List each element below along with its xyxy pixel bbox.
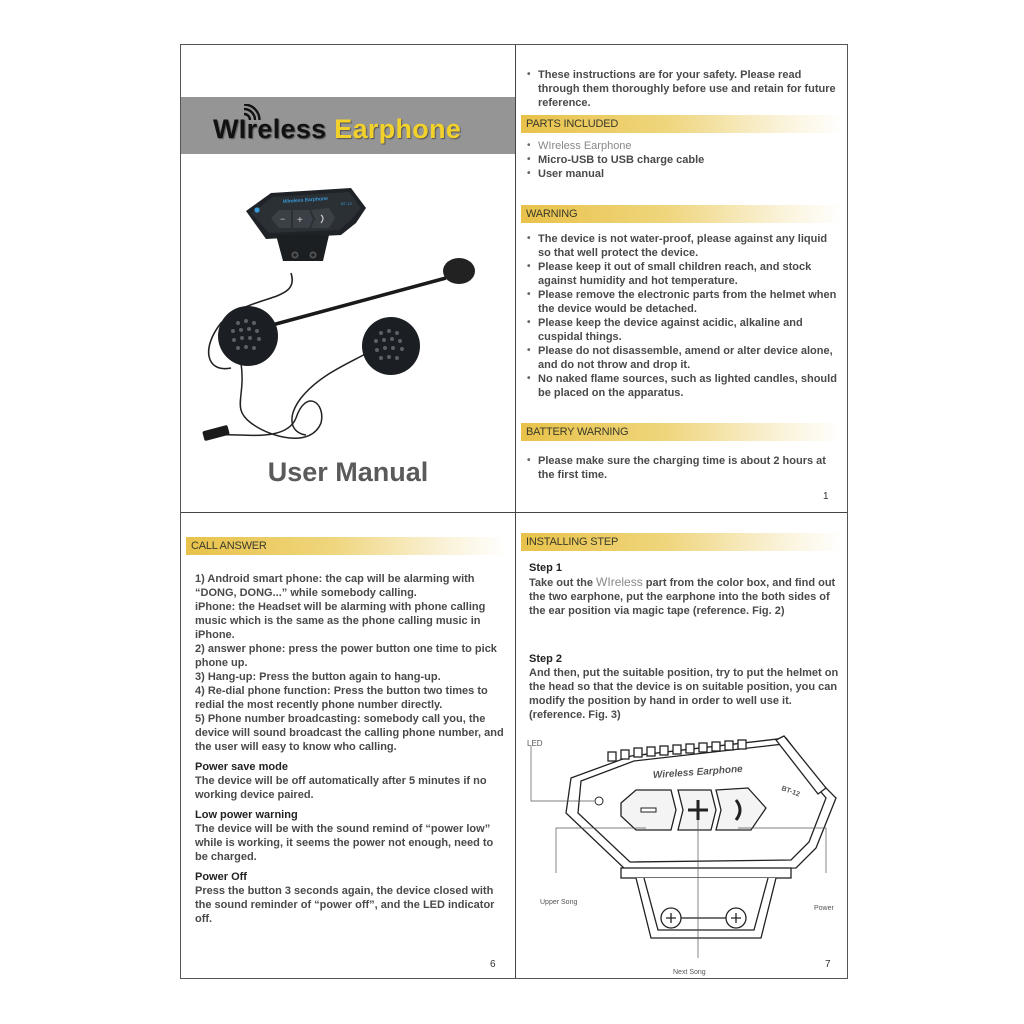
parts-list: WIreless Earphone Micro-USB to USB charg… [527, 139, 837, 181]
call-answer-header: CALL ANSWER [186, 537, 508, 555]
step2-block: Step 2 And then, put the suitable positi… [529, 652, 841, 722]
call-line: 1) Android smart phone: the cap will be … [195, 573, 475, 599]
part-item: WIreless Earphone [527, 139, 837, 153]
step1-title: Step 1 [529, 562, 563, 574]
product-title: WIreless Earphone [213, 114, 461, 145]
warning-item: Please keep the device against acidic, a… [527, 316, 839, 344]
step2-text: And then, put the suitable position, try… [529, 667, 839, 721]
warning-item: Please keep it out of small children rea… [527, 260, 839, 288]
warning-list: The device is not water-proof, please ag… [527, 232, 839, 400]
intro-list: These instructions are for your safety. … [527, 68, 837, 110]
wifi-signal-icon [241, 104, 261, 122]
svg-text:−: − [280, 214, 285, 224]
part-item: Micro-USB to USB charge cable [527, 153, 837, 167]
cover-page: WIreless Earphone Wireless Earphone BT-1… [181, 45, 515, 512]
svg-text:+: + [297, 215, 303, 226]
page-divider-vertical [515, 45, 516, 978]
part-item: User manual [527, 167, 837, 181]
page-call-answer: CALL ANSWER 1) Android smart phone: the … [181, 513, 515, 980]
warning-item: Please do not disassemble, amend or alte… [527, 344, 839, 372]
warning-heading: WARNING [526, 208, 578, 220]
warning-header: WARNING [521, 205, 843, 223]
user-manual-title: User Manual [267, 457, 429, 487]
step1-text: Take out the WIreless part from the colo… [529, 575, 841, 618]
warning-item: No naked flame sources, such as lighted … [527, 372, 839, 400]
call-line: 2) answer phone: press the power button … [195, 643, 497, 669]
led-indicator-icon [254, 207, 260, 213]
page-installing: INSTALLING STEP Step 1 Take out the WIre… [516, 513, 849, 980]
battery-item: Please make sure the charging time is ab… [527, 454, 837, 482]
power-off-text: Press the button 3 seconds again, the de… [195, 885, 495, 925]
led-label: LED [527, 739, 543, 748]
power-off-title: Power Off [195, 871, 247, 883]
battery-heading: BATTERY WARNING [526, 426, 629, 438]
call-line: 3) Hang-up: Press the button again to ha… [195, 671, 441, 683]
battery-warning-header: BATTERY WARNING [521, 423, 843, 441]
power-save-title: Power save mode [195, 761, 288, 773]
parts-heading: PARTS INCLUDED [526, 118, 619, 130]
product-photo: Wireless Earphone BT-12 − + [202, 188, 475, 441]
svg-text:Wireless Earphone: Wireless Earphone [283, 196, 328, 205]
svg-text:BT-12: BT-12 [341, 201, 352, 206]
installing-step-header: INSTALLING STEP [521, 533, 843, 551]
step1-word: WIreless [596, 575, 643, 589]
low-power-text: The device will be with the sound remind… [195, 823, 494, 863]
step1-post: part from the color box, and find out th… [529, 577, 836, 617]
parts-included-header: PARTS INCLUDED [521, 115, 843, 133]
power-label: Power [814, 905, 834, 912]
step2-title: Step 2 [529, 653, 563, 665]
page-number: 7 [825, 959, 831, 970]
call-line: 4) Re-dial phone function: Press the but… [195, 685, 488, 711]
step1-pre: Take out the [529, 577, 597, 589]
volume-up-button [293, 210, 313, 228]
call-line: 5) Phone number broadcasting: somebody c… [195, 713, 504, 753]
device-diagram: Wireless Earphone BT-12 [530, 735, 837, 958]
installing-heading: INSTALLING STEP [526, 536, 619, 548]
call-line: iPhone: the Headset will be alarming wit… [195, 601, 486, 641]
power-save-text: The device will be off automatically aft… [195, 775, 487, 801]
right-speaker [362, 317, 420, 375]
next-song-label: Next Song [673, 969, 706, 976]
page-number: 1 [823, 491, 829, 502]
upper-song-label: Upper Song [540, 899, 578, 906]
title-banner: WIreless Earphone [181, 97, 515, 154]
warning-item: The device is not water-proof, please ag… [527, 232, 839, 260]
microphone-icon [443, 258, 475, 284]
intro-text: These instructions are for your safety. … [527, 68, 837, 110]
page-divider-horizontal [181, 512, 847, 513]
warning-item: Please remove the electronic parts from … [527, 288, 839, 316]
manual-sheet: WIreless Earphone Wireless Earphone BT-1… [180, 44, 848, 979]
call-answer-body: 1) Android smart phone: the cap will be … [195, 572, 507, 926]
volume-down-button [271, 210, 291, 228]
battery-list: Please make sure the charging time is ab… [527, 454, 837, 482]
page-number: 6 [490, 959, 496, 970]
call-answer-heading: CALL ANSWER [191, 540, 267, 552]
left-speaker [218, 306, 278, 366]
step1-block: Step 1 Take out the WIreless part from t… [529, 561, 841, 618]
page-safety: These instructions are for your safety. … [516, 45, 849, 512]
title-word-earphone: Earphone [334, 114, 462, 144]
low-power-title: Low power warning [195, 809, 298, 821]
title-word-wireless: WIreless [213, 114, 327, 144]
